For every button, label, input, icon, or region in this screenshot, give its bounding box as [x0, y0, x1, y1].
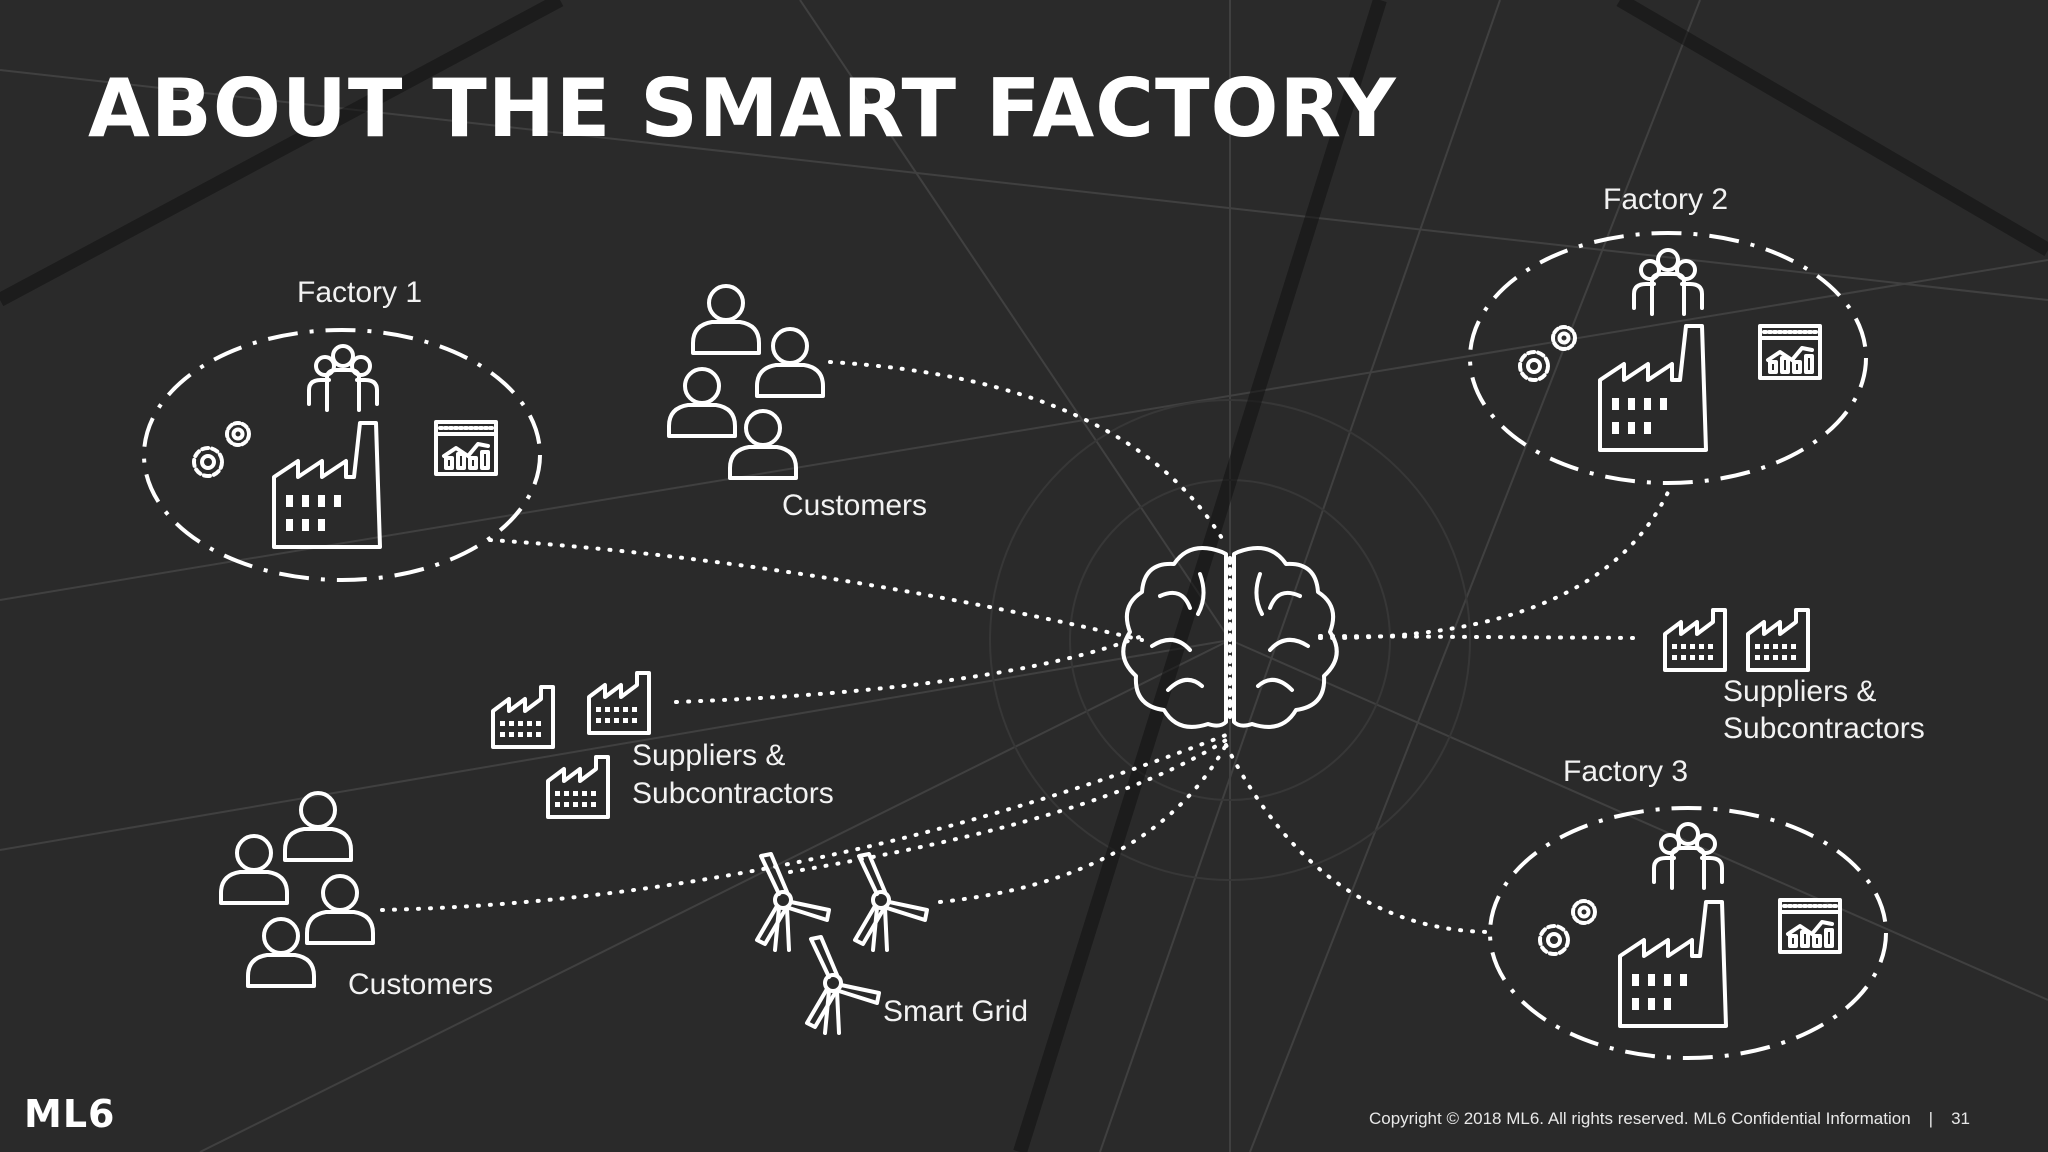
people-group-icon	[1652, 822, 1724, 890]
suppliers-left-label-line1: Suppliers &	[632, 739, 786, 772]
dashboard-icon	[434, 420, 498, 476]
link-grid-1	[788, 738, 1228, 874]
slide-title: ABOUT THE SMART FACTORY	[88, 62, 1397, 155]
person-icon	[283, 791, 353, 862]
person-icon	[246, 917, 316, 988]
factory-1-label: Factory 1	[297, 276, 423, 309]
factory-3-label: Factory 3	[1563, 755, 1689, 788]
factory-3-boundary	[1488, 806, 1888, 1060]
factory-1-boundary	[142, 328, 542, 582]
person-icon	[755, 327, 825, 398]
person-icon	[728, 409, 798, 480]
dashboard-icon	[1778, 898, 1842, 954]
gears-icon	[1538, 899, 1597, 956]
supplier-factory-icon	[1663, 608, 1727, 672]
dashboard-icon	[1758, 324, 1822, 380]
person-icon	[305, 874, 375, 945]
link-suppliers-right	[1318, 634, 1642, 640]
supplier-factory-icon	[1746, 608, 1810, 672]
factory-icon	[272, 421, 382, 549]
supplier-factory-icon	[587, 671, 651, 735]
supplier-factory-icon	[546, 755, 610, 819]
link-factory-2	[1318, 486, 1672, 641]
customers-top-label: Customers	[782, 489, 928, 522]
footer: Copyright © 2018 ML6. All rights reserve…	[1369, 1109, 1970, 1129]
link-customers-bottom	[380, 733, 1228, 912]
person-icon	[667, 367, 737, 438]
link-suppliers-left	[674, 634, 1144, 704]
link-factory-1	[488, 538, 1144, 642]
suppliers-right-label-line1: Suppliers &	[1723, 675, 1877, 708]
suppliers-left-label-line2: Subcontractors	[632, 777, 834, 810]
gears-icon	[1518, 325, 1577, 382]
link-grid-2	[938, 743, 1228, 904]
customers-bottom-label: Customers	[348, 968, 494, 1001]
ml6-logo: ML6	[24, 1092, 116, 1136]
factory-icon	[1618, 900, 1728, 1028]
factory-2-boundary	[1468, 231, 1868, 485]
page-number: 31	[1951, 1109, 1970, 1128]
factory-icon	[1598, 324, 1708, 452]
people-group-icon	[307, 344, 379, 412]
person-icon	[691, 284, 761, 355]
factory-2-label: Factory 2	[1603, 183, 1729, 216]
link-factory-3	[1224, 743, 1492, 934]
suppliers-right-label-line2: Subcontractors	[1723, 712, 1925, 745]
brain-icon	[1121, 546, 1339, 729]
footer-separator: |	[1928, 1109, 1934, 1128]
gears-icon	[192, 421, 251, 478]
wind-turbine-icon	[805, 935, 881, 1035]
supplier-factory-icon	[491, 685, 555, 749]
person-icon	[219, 834, 289, 905]
connection-lines	[380, 360, 1672, 934]
wind-turbine-icon	[853, 852, 929, 952]
smart-grid-label: Smart Grid	[883, 995, 1029, 1028]
copyright-text: Copyright © 2018 ML6. All rights reserve…	[1368, 1109, 1911, 1128]
